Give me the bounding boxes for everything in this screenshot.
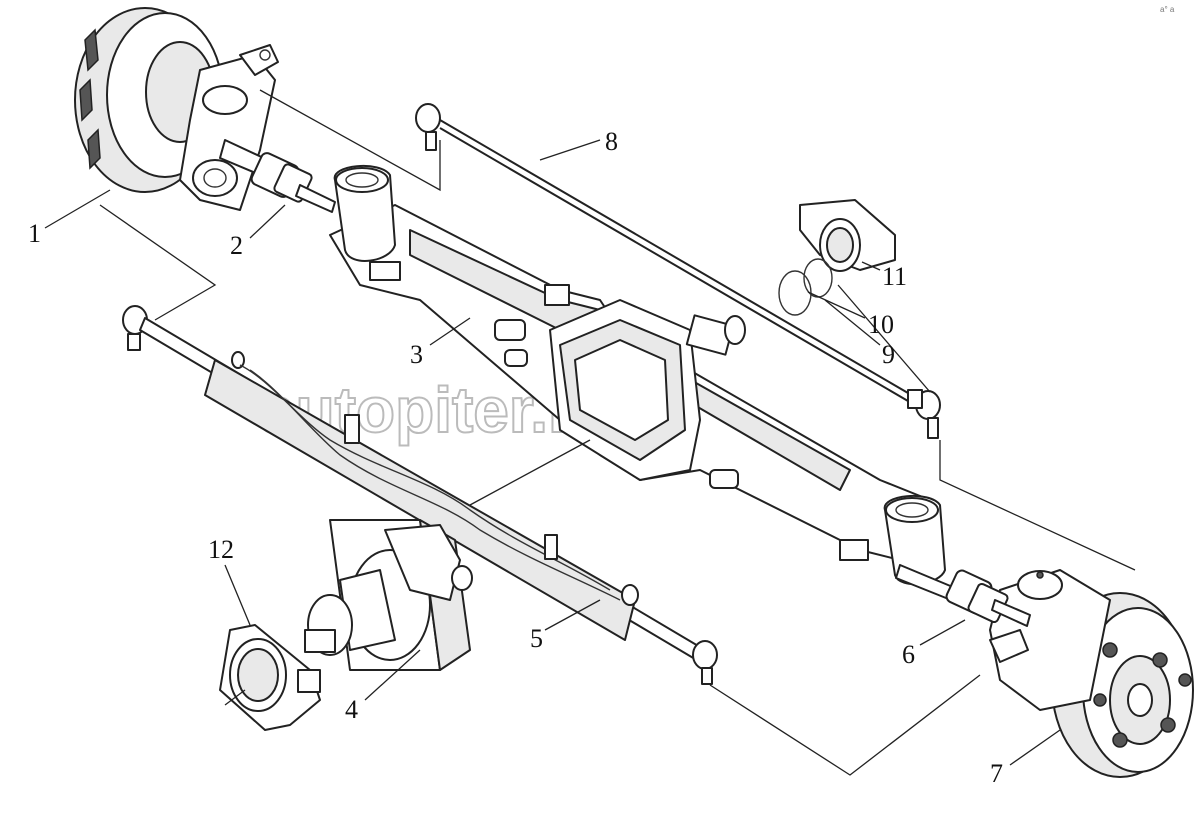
callout-1: 1	[28, 219, 41, 248]
callout-4: 4	[345, 695, 358, 724]
callout-6: 6	[902, 640, 915, 669]
callout-7: 7	[990, 759, 1003, 788]
callout-10: 10	[868, 310, 894, 339]
corner-mark: a° a	[1160, 5, 1175, 14]
right-bearing-cap	[799, 199, 896, 272]
callout-5: 5	[530, 624, 543, 653]
axle-housing	[329, 164, 946, 586]
callout-12: 12	[208, 535, 234, 564]
callout-3: 3	[410, 340, 423, 369]
leader-lines	[44, 139, 1061, 766]
steering-cylinder	[122, 305, 718, 685]
tie-rod-upper	[415, 103, 941, 439]
left-wheel-hub	[74, 7, 279, 211]
callout-2: 2	[230, 231, 243, 260]
callout-8: 8	[605, 127, 618, 156]
right-wheel-hub	[989, 569, 1194, 778]
callout-9: 9	[882, 340, 895, 369]
callout-labels: 1 2 3 4 5 6 7 8 9 10 11 12	[28, 127, 1003, 788]
differential-assembly	[304, 519, 473, 671]
assembly-lines	[99, 89, 1136, 776]
right-cv-shaft	[895, 564, 1031, 627]
left-bearing-cap	[219, 624, 321, 731]
o-rings	[778, 258, 833, 316]
left-cv-shaft	[219, 139, 336, 213]
callout-11: 11	[882, 262, 907, 291]
